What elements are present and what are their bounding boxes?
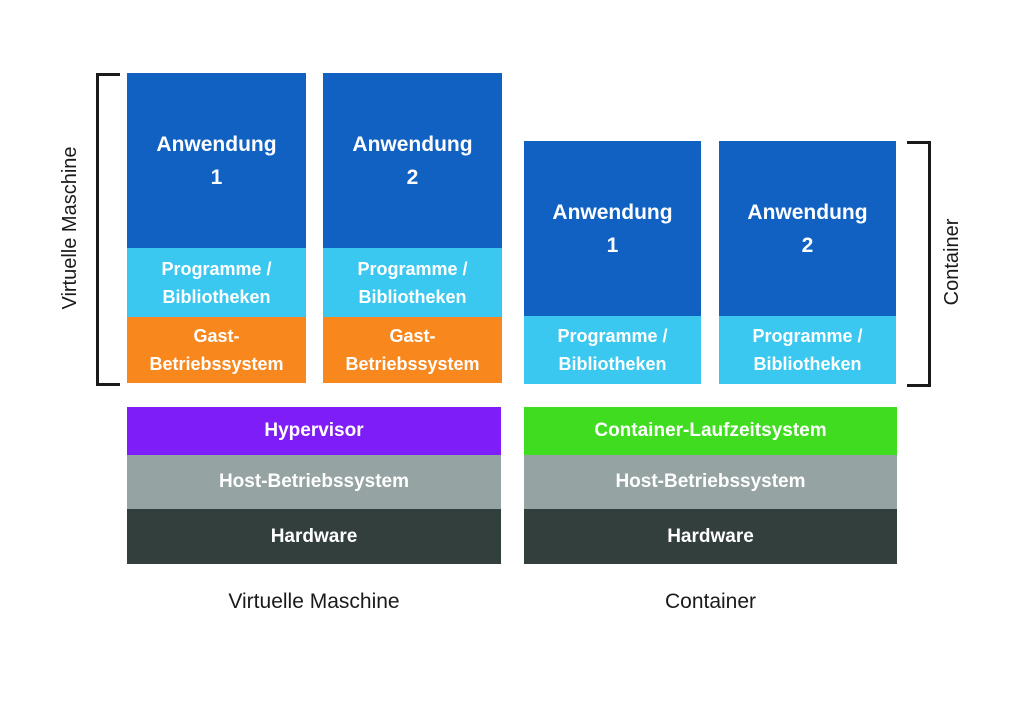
vm2-libraries-label-line2: Bibliotheken [358, 286, 467, 307]
ct1-application-label-line1: Anwendung [552, 200, 673, 224]
vm1-guest-os-block: Gast- Betriebssystem [127, 317, 306, 383]
ct2-application-block: Anwendung 2 [719, 141, 896, 316]
vm2-application-label-line1: Anwendung [352, 132, 473, 156]
vm1-libraries-label-line2: Bibliotheken [162, 286, 271, 307]
vm1-libraries-label-line1: Programme / [161, 258, 272, 279]
vm-stack-1: Anwendung 1 Programme / Bibliotheken Gas… [127, 73, 306, 383]
ct1-libraries-label-line2: Bibliotheken [558, 354, 667, 374]
vm-host-os-block: Host-Betriebssystem [127, 455, 501, 509]
container-hardware-label: Hardware [667, 525, 754, 547]
vm-bracket-label: Virtuelle Maschine [59, 146, 81, 310]
vm2-application-block: Anwendung 2 [323, 73, 502, 248]
vm1-guest-os-label-line2: Betriebssystem [149, 354, 284, 374]
vm1-application-block: Anwendung 1 [127, 73, 306, 248]
hypervisor-block: Hypervisor [127, 407, 501, 455]
vm-bracket [96, 73, 120, 386]
container-stack-2: Anwendung 2 Programme / Bibliotheken [719, 141, 896, 384]
ct1-libraries-label-line1: Programme / [557, 326, 668, 346]
ct2-libraries-block: Programme / Bibliotheken [719, 316, 896, 384]
vm-stack-2: Anwendung 2 Programme / Bibliotheken Gas… [323, 73, 502, 383]
hypervisor-label: Hypervisor [264, 420, 364, 441]
ct1-libraries-block: Programme / Bibliotheken [524, 316, 701, 384]
vm-base-layers: Hypervisor Host-Betriebssystem Hardware [127, 407, 501, 564]
container-host-os-block: Host-Betriebssystem [524, 455, 897, 509]
container-hardware-block: Hardware [524, 509, 897, 564]
container-bracket-label: Container [941, 218, 963, 306]
vm2-guest-os-label-line2: Betriebssystem [345, 354, 480, 374]
vm1-application-label-line2: 1 [210, 165, 223, 189]
vm1-application-label-line1: Anwendung [156, 132, 277, 156]
ct1-application-label-line2: 1 [606, 233, 619, 257]
container-host-os-label: Host-Betriebssystem [615, 471, 806, 492]
vm2-guest-os-label-line1: Gast- [389, 326, 436, 346]
container-bracket [907, 141, 931, 387]
container-runtime-label: Container-Laufzeitsystem [594, 420, 827, 441]
vm-hardware-block: Hardware [127, 509, 501, 564]
ct2-libraries-label-line1: Programme / [752, 326, 863, 346]
ct1-application-block: Anwendung 1 [524, 141, 701, 316]
vm2-application-label-line2: 2 [406, 165, 419, 189]
vm-hardware-label: Hardware [270, 525, 358, 547]
ct2-libraries-label-line2: Bibliotheken [753, 354, 862, 374]
container-base-layers: Container-Laufzeitsystem Host-Betriebssy… [524, 407, 897, 564]
container-runtime-block: Container-Laufzeitsystem [524, 407, 897, 455]
vm2-libraries-label-line1: Programme / [357, 258, 468, 279]
container-stack-1: Anwendung 1 Programme / Bibliotheken [524, 141, 701, 384]
vm-host-os-label: Host-Betriebssystem [218, 471, 410, 492]
ct2-application-label-line1: Anwendung [747, 200, 868, 224]
vm2-guest-os-block: Gast- Betriebssystem [323, 317, 502, 383]
vm1-guest-os-label-line1: Gast- [193, 326, 240, 346]
ct2-application-label-line2: 2 [801, 233, 814, 257]
container-caption: Container [664, 590, 757, 613]
vm2-libraries-block: Programme / Bibliotheken [323, 248, 502, 317]
vm1-libraries-block: Programme / Bibliotheken [127, 248, 306, 317]
vm-caption: Virtuelle Maschine [228, 590, 400, 613]
